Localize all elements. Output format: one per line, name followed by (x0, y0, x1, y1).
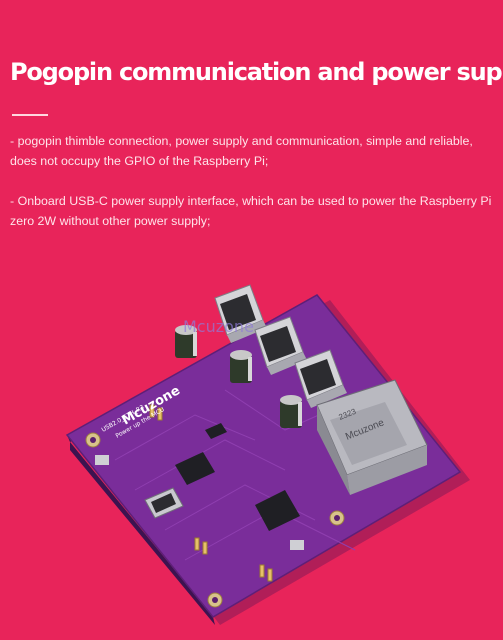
page-title: Pogopin communication and power supply (10, 58, 503, 86)
usb-a-port (294, 349, 347, 408)
crystal-oscillator (290, 540, 304, 550)
feature-paragraph-pogopin: - pogopin thimble connection, power supp… (10, 134, 473, 168)
usb-a-port (214, 284, 267, 343)
mounting-hole-center (90, 437, 96, 443)
product-photo: Mcuzone 2323 (55, 280, 475, 640)
electrolytic-capacitor (280, 395, 302, 428)
mounting-hole-center (212, 597, 218, 603)
electrolytic-capacitor (230, 350, 252, 383)
usb-a-port (254, 316, 307, 375)
feature-paragraph-usbc: - Onboard USB-C power supply interface, … (10, 194, 492, 228)
title-underline (12, 114, 48, 116)
usb-c-port (144, 487, 184, 519)
pcb-board-illustration: Mcuzone 2323 (65, 284, 470, 625)
mounting-hole-center (334, 515, 340, 521)
ic-chip-small (205, 423, 227, 439)
ic-chip-controller (255, 490, 300, 531)
pogo-pins (149, 404, 273, 582)
pcb-edge-front (70, 442, 215, 625)
electrolytic-capacitor (175, 325, 197, 358)
ic-chip (175, 452, 215, 485)
rj45-ethernet-jack: Mcuzone 2323 (316, 379, 428, 495)
watermark-logo: Mcuzone (183, 317, 254, 336)
crystal-oscillator (95, 455, 109, 465)
